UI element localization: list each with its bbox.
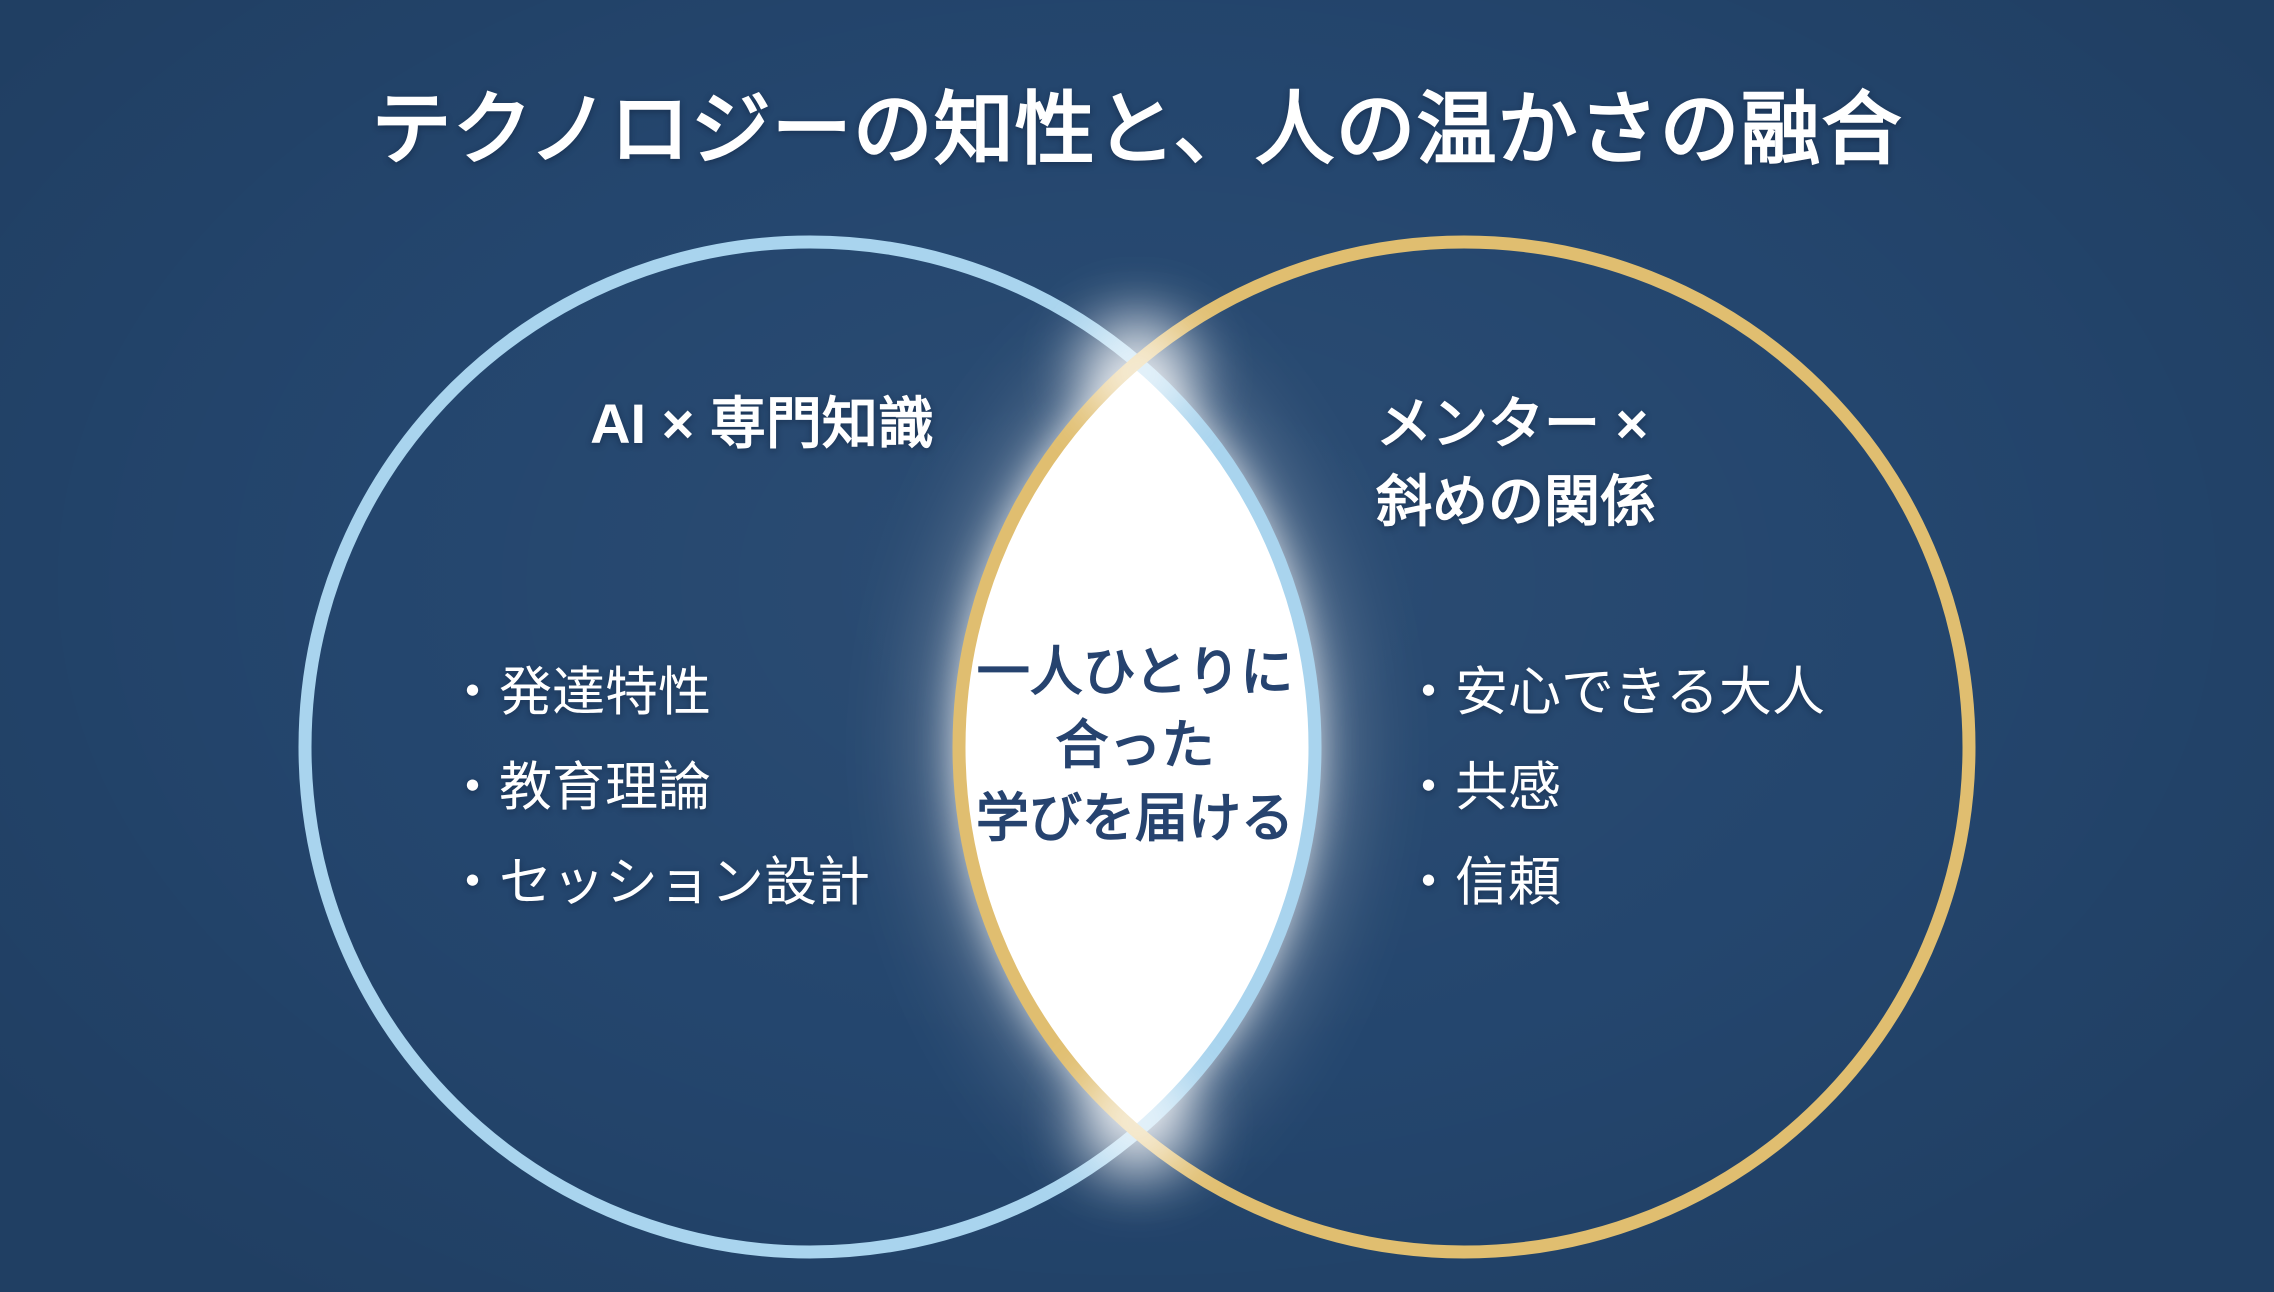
overlap-label-line3: 学びを届ける <box>976 789 1294 848</box>
overlap-lens <box>958 362 1316 1132</box>
right-circle-label-line1: メンター × <box>1376 392 1649 455</box>
right-circle-label: メンター × 斜めの関係 <box>1376 385 1656 541</box>
right-circle-label-line2: 斜めの関係 <box>1376 470 1656 533</box>
left-circle-outline <box>298 235 1322 1259</box>
right-circle-outline <box>952 235 1976 1259</box>
top-crossing-glow <box>1079 314 1195 430</box>
bottom-crossing-glow <box>1079 1064 1195 1180</box>
list-item: ・教育理論 <box>446 758 711 817</box>
list-item: ・セッション設計 <box>446 853 870 912</box>
right-bullet-list: ・安心できる大人 ・共感 ・信頼 <box>1402 645 1825 930</box>
overlap-label-line2: 合った <box>1055 716 1215 775</box>
page-title: テクノロジーの知性と、人の温かさの融合 <box>371 85 1903 174</box>
overlap-label-line1: 一人ひとりに <box>976 643 1294 702</box>
list-item: ・信頼 <box>1402 853 1561 912</box>
left-circle-label: AI × 専門知識 <box>590 392 934 455</box>
list-item: ・発達特性 <box>446 663 711 722</box>
list-item: ・共感 <box>1402 758 1561 817</box>
overlap-label: 一人ひとりに 合った 学びを届ける <box>935 636 1335 855</box>
left-bullet-list: ・発達特性 ・教育理論 ・セッション設計 <box>446 645 870 930</box>
list-item: ・安心できる大人 <box>1402 663 1825 722</box>
